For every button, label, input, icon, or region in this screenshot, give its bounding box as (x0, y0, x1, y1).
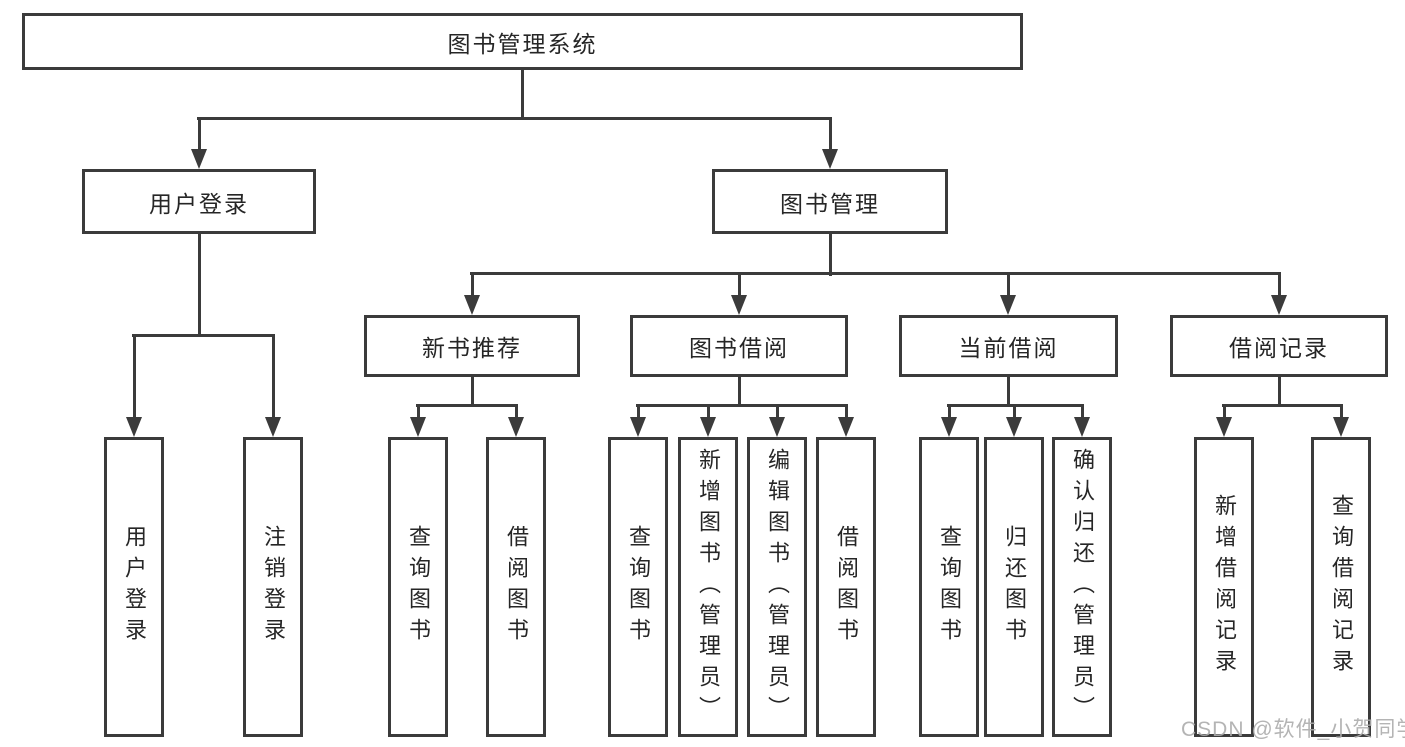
leaf-logout: 注销登录 (243, 437, 303, 737)
node-current-borrow-label: 当前借阅 (958, 335, 1059, 361)
connector-line (1277, 273, 1281, 297)
connector-line (828, 233, 832, 276)
arrow-down-icon (1074, 417, 1090, 437)
connector-line (197, 116, 832, 120)
arrow-down-icon (1006, 417, 1022, 437)
arrow-down-icon (700, 417, 716, 437)
leaf-user-login-label: 用户登录 (122, 525, 147, 649)
arrow-down-icon (1216, 417, 1232, 437)
arrow-down-icon (1000, 295, 1016, 315)
connector-line (1006, 377, 1010, 407)
arrow-down-icon (1271, 295, 1287, 315)
leaf-add-borrow-record-label: 新增借阅记录 (1212, 494, 1237, 680)
connector-line (828, 118, 832, 151)
connector-line (132, 333, 275, 337)
leaf-return-book-label: 归还图书 (1002, 525, 1027, 649)
connector-line (737, 273, 741, 297)
leaf-borrow-books-label: 借阅图书 (834, 525, 859, 649)
connector-line (470, 377, 474, 407)
leaf-confirm-return-admin-label: 确认归还（管理员） (1070, 447, 1095, 727)
leaf-add-book-admin: 新增图书（管理员） (678, 437, 738, 737)
node-root: 图书管理系统 (22, 13, 1023, 70)
connector-line (1012, 404, 1016, 419)
leaf-query-books-borrow-label: 查询图书 (626, 525, 651, 649)
node-book-management-label: 图书管理 (780, 190, 880, 217)
node-book-borrow: 图书借阅 (630, 315, 848, 377)
arrow-down-icon (265, 417, 281, 437)
leaf-add-book-admin-label: 新增图书（管理员） (696, 447, 721, 727)
leaf-borrow-books: 借阅图书 (816, 437, 876, 737)
leaf-query-books-recommend-label: 查询图书 (406, 525, 431, 649)
arrow-down-icon (126, 417, 142, 437)
leaf-query-books-borrow: 查询图书 (608, 437, 668, 737)
arrow-down-icon (630, 417, 646, 437)
leaf-query-borrow-record: 查询借阅记录 (1311, 437, 1371, 737)
connector-line (1080, 404, 1084, 419)
connector-line (470, 271, 1281, 275)
arrow-down-icon (508, 417, 524, 437)
node-book-management: 图书管理 (712, 169, 948, 234)
connector-line (197, 118, 201, 151)
connector-line (947, 403, 1084, 407)
arrow-down-icon (191, 149, 207, 169)
leaf-borrow-books-recommend: 借阅图书 (486, 437, 546, 737)
connector-line (520, 69, 524, 120)
connector-line (514, 404, 518, 419)
arrow-down-icon (1333, 417, 1349, 437)
leaf-edit-book-admin: 编辑图书（管理员） (747, 437, 807, 737)
arrow-down-icon (838, 417, 854, 437)
connector-line (737, 377, 741, 407)
node-root-label: 图书管理系统 (447, 30, 598, 57)
connector-line (1339, 404, 1343, 419)
arrow-down-icon (941, 417, 957, 437)
connector-line (947, 404, 951, 419)
leaf-query-books-current-label: 查询图书 (937, 525, 962, 649)
arrow-down-icon (464, 295, 480, 315)
leaf-query-books-recommend: 查询图书 (388, 437, 448, 737)
leaf-user-login: 用户登录 (104, 437, 164, 737)
node-borrow-records-label: 借阅记录 (1229, 335, 1329, 361)
leaf-confirm-return-admin: 确认归还（管理员） (1052, 437, 1112, 737)
node-current-borrow: 当前借阅 (899, 315, 1118, 377)
leaf-return-book: 归还图书 (984, 437, 1044, 737)
connector-line (775, 404, 779, 419)
leaf-add-borrow-record: 新增借阅记录 (1194, 437, 1254, 737)
arrow-down-icon (731, 295, 747, 315)
connector-line (470, 273, 474, 297)
connector-line (844, 404, 848, 419)
arrow-down-icon (410, 417, 426, 437)
node-user-login: 用户登录 (82, 169, 316, 234)
node-book-borrow-label: 图书借阅 (689, 335, 789, 361)
leaf-borrow-books-recommend-label: 借阅图书 (504, 525, 529, 649)
connector-line (271, 335, 275, 419)
connector-line (1277, 377, 1281, 407)
connector-line (197, 233, 201, 337)
arrow-down-icon (822, 149, 838, 169)
watermark-text: CSDN @软件_小贺同学 (1181, 718, 1405, 741)
arrow-down-icon (769, 417, 785, 437)
connector-line (132, 335, 136, 419)
leaf-query-borrow-record-label: 查询借阅记录 (1329, 494, 1354, 680)
leaf-logout-label: 注销登录 (261, 525, 286, 649)
connector-line (416, 404, 420, 419)
connector-line (1222, 404, 1226, 419)
leaf-query-books-current: 查询图书 (919, 437, 979, 737)
connector-line (636, 404, 640, 419)
connector-line (636, 403, 848, 407)
node-new-book-recommend-label: 新书推荐 (422, 335, 522, 361)
connector-line (1006, 273, 1010, 297)
node-new-book-recommend: 新书推荐 (364, 315, 580, 377)
node-user-login-label: 用户登录 (149, 190, 249, 217)
node-borrow-records: 借阅记录 (1170, 315, 1388, 377)
connector-line (416, 403, 518, 407)
leaf-edit-book-admin-label: 编辑图书（管理员） (765, 447, 790, 727)
connector-line (706, 404, 710, 419)
connector-line (1222, 403, 1343, 407)
